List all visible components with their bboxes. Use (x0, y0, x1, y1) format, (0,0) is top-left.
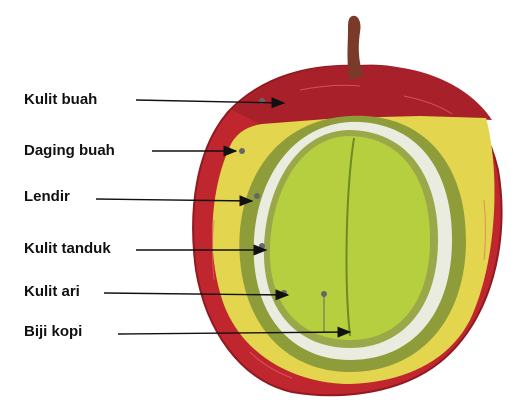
dot-lendir (254, 193, 260, 199)
fruit-stem (348, 16, 365, 80)
label-kulit-tanduk: Kulit tanduk (24, 240, 111, 258)
label-biji-kopi: Biji kopi (24, 323, 82, 341)
label-kulit-buah: Kulit buah (24, 91, 97, 109)
label-daging-buah: Daging buah (24, 142, 115, 160)
label-kulit-ari: Kulit ari (24, 283, 80, 301)
dot-kulit-tanduk (259, 243, 265, 249)
dot-daging-buah (239, 148, 245, 154)
label-lendir: Lendir (24, 188, 70, 206)
